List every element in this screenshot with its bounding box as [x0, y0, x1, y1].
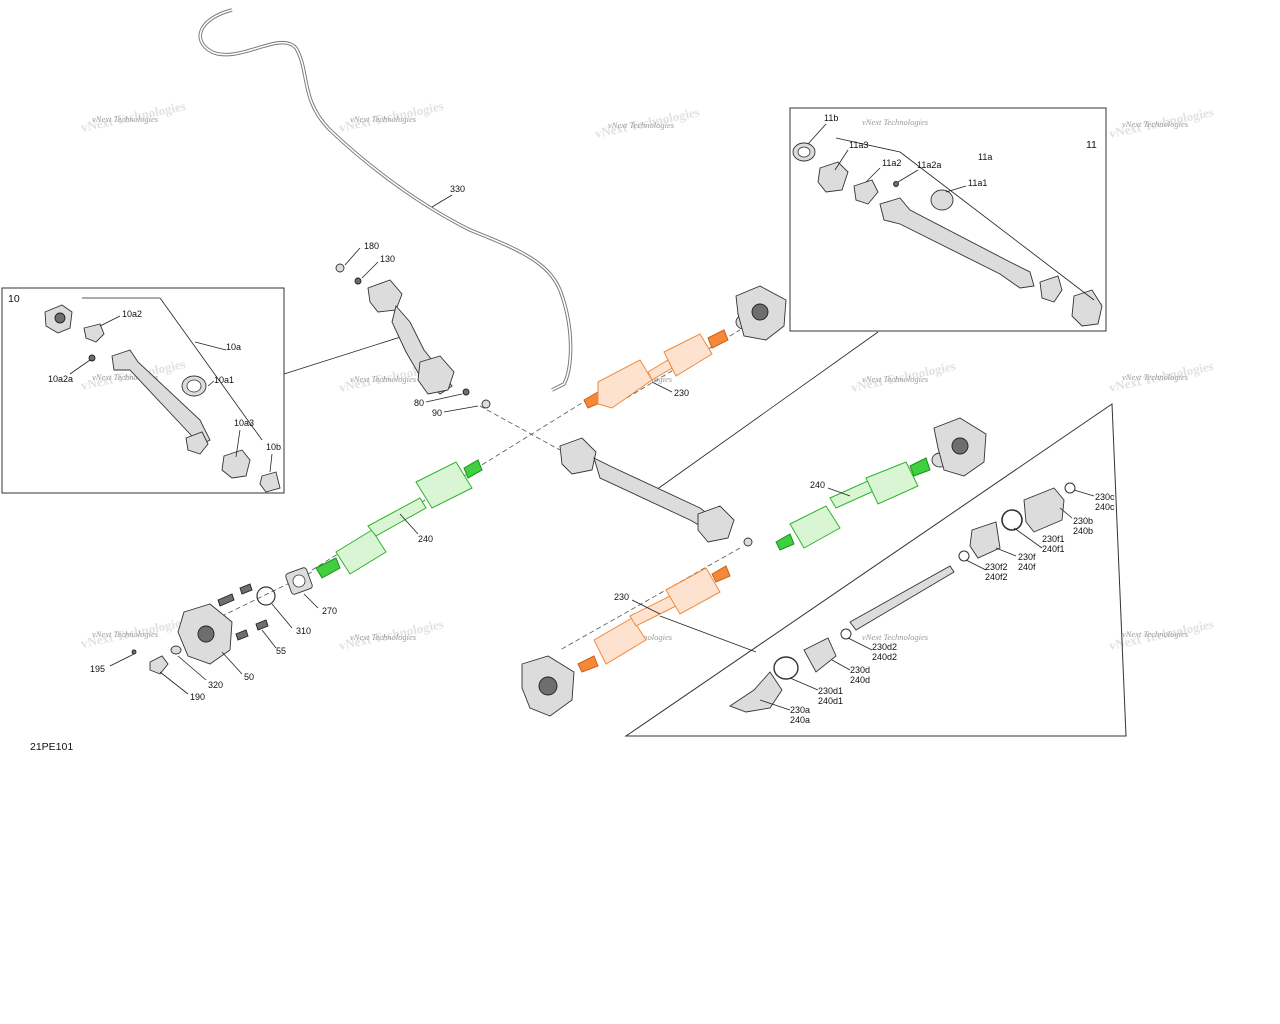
- label-240d: 240d: [850, 675, 870, 685]
- callout-320: 320: [208, 680, 223, 690]
- label-10b: 10b: [266, 442, 281, 452]
- callout-230-lower: 230: [614, 592, 629, 602]
- watermark: vNext Technologies: [1122, 372, 1189, 382]
- label-240a: 240a: [790, 715, 810, 725]
- watermark: vNext Technologies: [1122, 629, 1189, 639]
- watermark: vNext Technologies: [862, 117, 929, 127]
- callout-240-right: 240: [810, 480, 825, 490]
- callout-240-left: 240: [418, 534, 433, 544]
- callout-270: 270: [322, 606, 337, 616]
- watermark: vNext Technologies: [92, 629, 159, 639]
- label-230d: 230d: [850, 665, 870, 675]
- callout-330: 330: [450, 184, 465, 194]
- label-240f: 240f: [1018, 562, 1036, 572]
- watermark: vNext Technologies: [350, 632, 417, 642]
- label-230d2: 230d2: [872, 642, 897, 652]
- drive-shaft-230-lower: 230: [521, 565, 731, 717]
- label-230f2: 230f2: [985, 562, 1008, 572]
- watermark: vNext Technologies: [350, 114, 417, 124]
- callout-230-upper: 230: [674, 388, 689, 398]
- detail-box-11: 11 11b 11a3 11a2 11a2a 11a 11a1: [789, 107, 1107, 332]
- front-propeller-shaft: 180 130 80 90: [335, 241, 491, 418]
- box-11-title: 11: [1086, 139, 1097, 151]
- watermark: vNext Technologies: [862, 374, 929, 384]
- label-230c: 230c: [1095, 492, 1115, 502]
- watermark: vNext Technologies: [608, 120, 675, 130]
- label-10a2: 10a2: [122, 309, 142, 319]
- box-10-title: 10: [8, 293, 20, 305]
- label-230d1: 230d1: [818, 686, 843, 696]
- label-10a3: 10a3: [234, 418, 254, 428]
- callout-130: 130: [380, 254, 395, 264]
- watermark: vNext Technologies: [1122, 119, 1189, 129]
- cable-330: [198, 8, 573, 392]
- label-11a2: 11a2: [882, 158, 901, 168]
- callout-80: 80: [414, 398, 424, 408]
- label-240d1: 240d1: [818, 696, 843, 706]
- label-240f2: 240f2: [985, 572, 1008, 582]
- callout-190: 190: [190, 692, 205, 702]
- rear-propeller-shaft: [559, 437, 753, 547]
- diagram-id: 21PE101: [30, 741, 73, 753]
- exploded-drive-shaft-detail: 230c 240c 230b 240b 230f1 240f1 230f 240…: [624, 403, 1127, 737]
- label-230f1: 230f1: [1042, 534, 1065, 544]
- watermark: vNext Technologies: [92, 114, 159, 124]
- watermark: vNext Technologies: [92, 372, 159, 382]
- drive-shaft-240-right: 240: [775, 417, 987, 551]
- label-11a: 11a: [978, 152, 992, 162]
- callout-50: 50: [244, 672, 254, 682]
- callout-180: 180: [364, 241, 379, 251]
- watermark: vNext Technologies: [350, 374, 417, 384]
- detail-box-10: 10 10a2 10a 10a2a 10a1 10a3 10b: [1, 287, 285, 494]
- label-240b: 240b: [1073, 526, 1093, 536]
- drive-shaft-230-upper: 230: [583, 285, 787, 409]
- drive-shaft-240-left: 240: [315, 459, 483, 579]
- label-11a2a: 11a2a: [917, 160, 941, 170]
- callout-310: 310: [296, 626, 311, 636]
- label-10a2a: 10a2a: [48, 374, 73, 384]
- label-11a1: 11a1: [968, 178, 987, 188]
- label-240d2: 240d2: [872, 652, 897, 662]
- label-10a1: 10a1: [214, 375, 234, 385]
- label-240f1: 240f1: [1042, 544, 1065, 554]
- label-240c: 240c: [1095, 502, 1115, 512]
- label-230f: 230f: [1018, 552, 1036, 562]
- callout-55: 55: [276, 646, 286, 656]
- watermark: vNext Technologies: [862, 632, 929, 642]
- label-230b: 230b: [1073, 516, 1093, 526]
- callout-195: 195: [90, 664, 105, 674]
- label-10a: 10a: [226, 342, 241, 352]
- label-11a3: 11a3: [849, 140, 868, 150]
- label-11b: 11b: [824, 113, 838, 123]
- wheel-hub-group: 270 310 55 50 320 190 195: [90, 567, 337, 702]
- callout-90: 90: [432, 408, 442, 418]
- label-230a: 230a: [790, 705, 810, 715]
